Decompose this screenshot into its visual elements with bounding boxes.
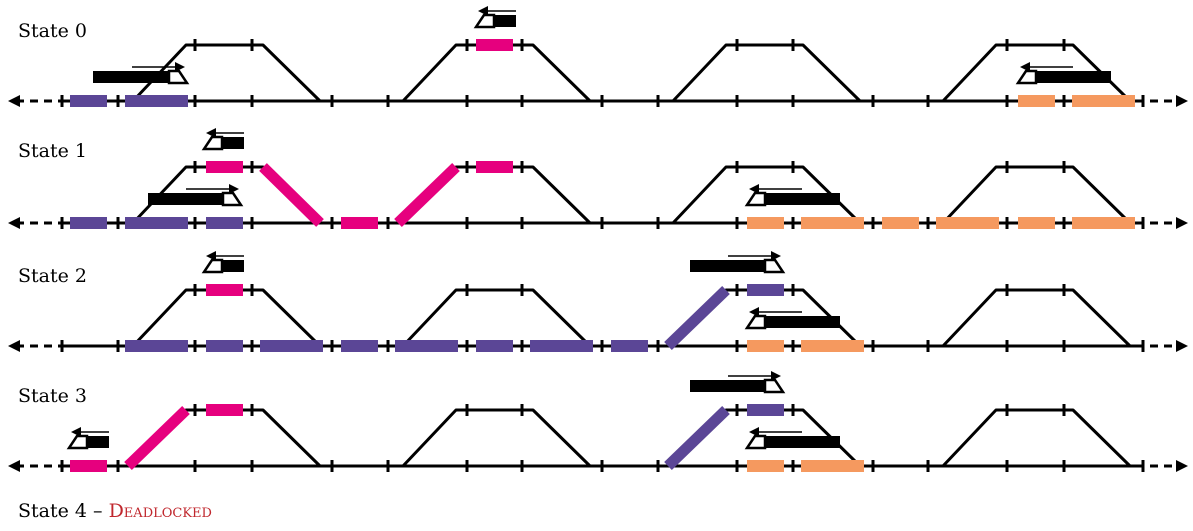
train-cab [763,258,786,274]
reserved-block-purple [476,340,513,352]
reserved-block-purple [70,217,107,229]
passing-loop-track [401,43,592,103]
train-cab [473,13,496,29]
reserved-block-pink [206,161,243,173]
reserved-switch-pink [394,163,460,227]
reserved-block-purple [341,340,378,352]
reserved-block-orange [801,340,864,352]
track-end-left-arrow-icon [8,460,20,472]
train-cab [201,258,224,274]
reserved-switch-purple [664,406,730,470]
passing-loop-track [941,288,1132,348]
train-cab [201,135,224,151]
reserved-block-pink [70,460,107,472]
train-right [148,184,244,207]
train-cab [763,378,786,394]
track-end-right-arrow-icon [1176,95,1188,107]
train-cab [744,314,767,330]
state-label-3: State 3 [18,385,87,407]
train-cab [744,191,767,207]
reserved-block-orange [1018,217,1055,229]
reserved-block-purple [125,95,188,107]
reserved-switch-pink [124,406,190,470]
train-body [93,71,171,83]
train-cab [66,434,89,450]
reserved-block-purple [530,340,593,352]
passing-loop-track [671,43,862,103]
reserved-block-orange [801,217,864,229]
reserved-block-orange [747,460,784,472]
passing-loop-track [401,288,592,348]
passing-loop-track [401,408,592,468]
reserved-switch-purple [664,286,730,350]
train-left [744,427,840,450]
train-body [690,380,767,392]
train-left [744,307,840,330]
reserved-block-purple [747,404,784,416]
train-left [201,128,244,151]
passing-loop-track [131,288,322,348]
train-right [690,371,786,394]
reserved-block-orange [1072,217,1135,229]
train-cab [1015,69,1038,85]
track-end-left-arrow-icon [8,340,20,352]
train-right [690,251,786,274]
reserved-block-orange [882,217,919,229]
train-right [93,62,190,85]
track-end-right-arrow-icon [1176,340,1188,352]
reserved-block-pink [341,217,378,229]
train-left [66,427,109,450]
train-body [220,260,244,272]
train-left [473,6,516,29]
reserved-block-pink [476,161,513,173]
reserved-block-orange [1072,95,1135,107]
reserved-switch-pink [259,163,324,227]
passing-loop-track [941,165,1132,225]
train-body [763,316,840,328]
reserved-block-pink [206,284,243,296]
train-body [220,137,244,149]
train-left [1015,62,1111,85]
train-cab [744,434,767,450]
state-label-0: State 0 [18,20,87,42]
reserved-block-orange [936,217,999,229]
train-body [763,193,840,205]
train-cab [167,69,190,85]
track-end-left-arrow-icon [8,95,20,107]
track-end-left-arrow-icon [8,217,20,229]
reserved-block-purple [747,284,784,296]
state-label-2: State 2 [18,265,87,287]
track-end-right-arrow-icon [1176,460,1188,472]
reserved-block-orange [801,460,864,472]
train-left [201,251,244,274]
reserved-block-purple [260,340,323,352]
train-body [148,193,225,205]
train-left [744,184,840,207]
passing-loop-track [941,408,1132,468]
state-label-1: State 1 [18,140,87,162]
reserved-block-orange [747,217,784,229]
reserved-block-purple [206,217,243,229]
state-label-4: State 4 – Deadlocked [18,500,212,522]
reserved-block-orange [1018,95,1055,107]
train-body [85,436,109,448]
track-end-right-arrow-icon [1176,217,1188,229]
reserved-block-orange [747,340,784,352]
train-body [1034,71,1111,83]
reserved-block-purple [611,340,648,352]
reserved-block-pink [476,39,513,51]
reserved-block-purple [395,340,458,352]
train-body [492,15,516,27]
state-4-prefix: State 4 – [18,500,109,522]
reserved-block-pink [206,404,243,416]
deadlocked-status: Deadlocked [108,500,212,522]
reserved-block-purple [125,340,188,352]
reserved-block-purple [206,340,243,352]
reserved-block-purple [70,95,107,107]
train-cab [221,191,244,207]
reserved-block-purple [125,217,188,229]
train-body [690,260,767,272]
train-body [763,436,840,448]
